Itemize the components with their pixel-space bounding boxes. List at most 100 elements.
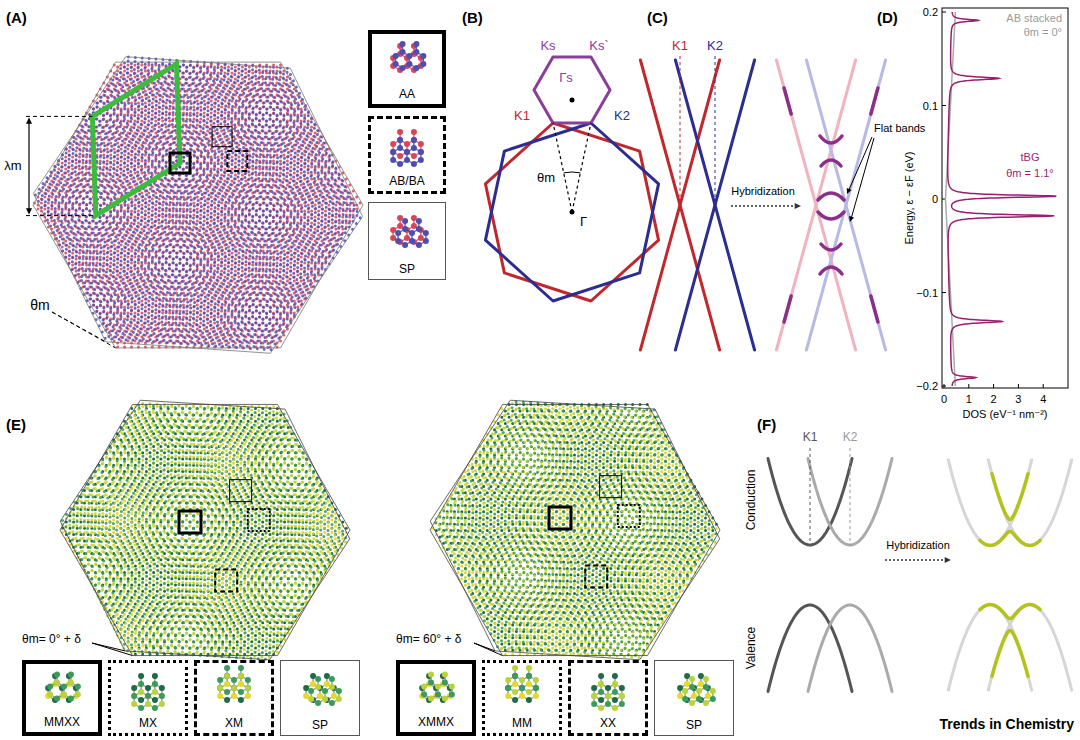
flake-bonds [424, 675, 452, 699]
flake-atom [238, 673, 244, 679]
flake-atom [512, 665, 518, 671]
angle-label: θm= 0° + δ [22, 633, 81, 646]
flake-atom [397, 223, 403, 229]
flake-bonds [134, 676, 162, 700]
flake-atom [390, 149, 396, 155]
flake-atom [159, 693, 165, 699]
flake-atom [317, 693, 323, 699]
flake-atom [619, 701, 625, 707]
flake-atom [397, 137, 403, 143]
flake-atom [413, 41, 419, 47]
flake-bonds [594, 676, 622, 700]
flake-atom [245, 677, 251, 683]
flake-atom [390, 157, 396, 163]
tick-label: 3 [1015, 393, 1021, 405]
flake-atom [449, 692, 455, 698]
tick-label: −0.2 [916, 380, 938, 392]
period-guide [26, 215, 96, 216]
flake-atom [54, 672, 60, 678]
stacking-inset: AB/BA [368, 116, 446, 194]
flake-atom [152, 681, 158, 687]
hybridized-band [820, 267, 842, 274]
inset-label: XM [225, 717, 243, 730]
flake-atom [605, 693, 611, 699]
flake-outline [60, 404, 350, 655]
flake-atom [519, 685, 525, 691]
flake-atom [684, 673, 690, 679]
flake-atom [442, 680, 448, 686]
flake-atom [329, 676, 335, 682]
moire-unit-cell [92, 64, 180, 216]
dirac-cone-k2 [675, 60, 754, 350]
hybridized-band [992, 474, 1028, 520]
faded-cone-k2 [806, 60, 885, 350]
flake-atom [54, 680, 60, 686]
gamma-point [570, 210, 575, 215]
hybridized-band [784, 88, 791, 114]
stacking-marker [179, 511, 201, 533]
flake-atom [238, 697, 244, 703]
angle-label: θm [537, 171, 555, 185]
chalcogen-layer-2 [61, 402, 347, 659]
panel-label: (A) [6, 10, 27, 27]
stacking-inset: MM [482, 660, 562, 736]
series-label: θm = 1.1° [1006, 167, 1054, 179]
flake-atom [68, 696, 74, 702]
ab-region-marker [227, 151, 247, 171]
hybridization-arrowhead [795, 203, 801, 209]
flake-atom [421, 684, 427, 690]
hybridized-band [980, 531, 1040, 545]
flake-atom [428, 680, 434, 686]
flake-atom [428, 696, 434, 702]
band-label: Valence [745, 627, 758, 669]
flake-atom [75, 692, 81, 698]
moire-tmd [60, 400, 350, 660]
stacking-inset: SP [368, 202, 446, 280]
flake-atom [393, 61, 399, 67]
flake-atom [390, 149, 396, 155]
flake-bonds [685, 679, 713, 703]
flake-atom [224, 673, 230, 679]
flake-atom [310, 681, 316, 687]
hybridized-band [871, 88, 878, 114]
flake-bonds [508, 668, 536, 692]
flake-atom [224, 665, 230, 671]
flake-atom [420, 61, 426, 67]
tick-label: 4 [1040, 393, 1046, 405]
hybridization-arrowhead [945, 557, 951, 563]
flake-atom [47, 692, 53, 698]
flake-atom [397, 129, 403, 135]
flake-outline [430, 404, 720, 655]
flake-atom [397, 161, 403, 167]
flake-atom [533, 693, 539, 699]
flake-atom [138, 673, 144, 679]
angle-guide [474, 643, 503, 656]
tick-label: 0.2 [923, 6, 938, 18]
flake-atom [505, 693, 511, 699]
inset-label: AB/BA [389, 175, 424, 188]
flake-atom [68, 672, 74, 678]
flake-atom [138, 697, 144, 703]
stacking-inset: XM [194, 660, 274, 736]
faded-band [988, 459, 1072, 545]
flake-atom [598, 705, 604, 711]
tick-label: −0.1 [916, 286, 938, 298]
flake-atom [152, 673, 158, 679]
flake-atom [310, 673, 316, 679]
flake-atom [689, 700, 695, 706]
flake-atom [217, 685, 223, 691]
flake-atom [404, 149, 410, 155]
moire-bz [534, 57, 610, 123]
moire-tmd [430, 400, 720, 660]
inset-label: SP [399, 263, 415, 276]
stacking-marker [549, 507, 571, 529]
flake-atom [400, 65, 406, 71]
flake-atom [710, 688, 716, 694]
flake-atom [402, 218, 408, 224]
flake-atom [68, 680, 74, 686]
flake-atom [418, 149, 424, 155]
inset-label: MMXX [44, 716, 80, 729]
hybridization-arrow [731, 205, 795, 207]
flake-bonds [396, 44, 424, 68]
